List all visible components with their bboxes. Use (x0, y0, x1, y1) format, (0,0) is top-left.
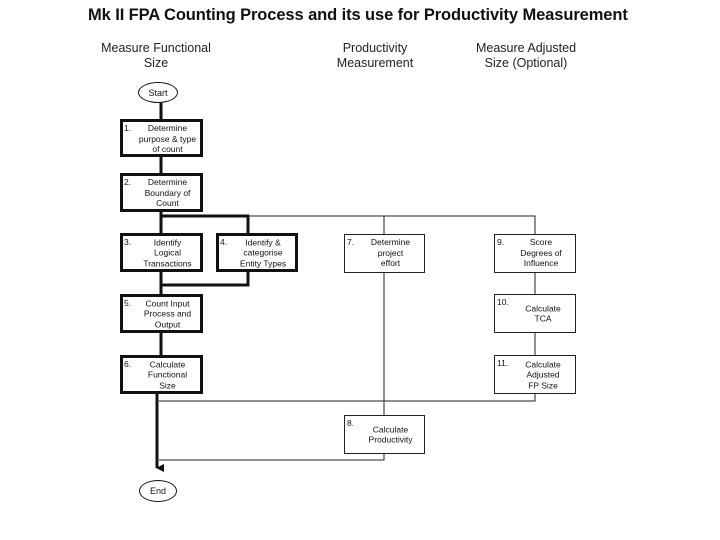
step-6-calculate-functional-size: 6. Calculate Functional Size (120, 355, 203, 394)
step-number: 9. (497, 237, 505, 247)
step-3-identify-logical-transactions: 3. Identify Logical Transactions (120, 233, 203, 272)
connector-step11-merge (159, 394, 536, 402)
step-number: 5. (124, 298, 132, 308)
step-label: Identify Logical Transactions (143, 236, 192, 268)
step-7-determine-project-effort: 7. Determine project effort (344, 234, 425, 273)
step-2-determine-boundary: 2. Determine Boundary of Count (120, 173, 203, 212)
step-11-calculate-adjusted-fp-size: 11. Calculate Adjusted FP Size (494, 355, 576, 394)
step-label: Calculate TCA (525, 303, 561, 324)
step-number: 8. (347, 418, 355, 428)
step-5-count-input-process-output: 5. Count Input Process and Output (120, 294, 203, 333)
start-terminal: Start (138, 82, 178, 103)
column-heading-measure-functional-size: Measure Functional Size (101, 41, 211, 70)
step-number: 3. (124, 237, 132, 247)
end-terminal: End (139, 480, 177, 502)
step-10-calculate-tca: 10. Calculate TCA (494, 294, 576, 333)
column-heading-productivity-measurement: Productivity Measurement (336, 41, 414, 70)
step-number: 11. (497, 358, 509, 368)
step-label: Count Input Process and Output (143, 297, 192, 329)
step-number: 10. (497, 297, 509, 307)
connector-step4-return (161, 272, 250, 287)
step-9-score-degrees-of-influence: 9. Score Degrees of Influence (494, 234, 576, 273)
step-label: Determine Boundary of Count (144, 177, 191, 208)
connector-branch-to-step7-step9 (248, 215, 536, 234)
step-8-calculate-productivity: 8. Calculate Productivity (344, 415, 425, 454)
column-heading-measure-adjusted-size: Measure Adjusted Size (Optional) (475, 41, 577, 70)
step-label: Determine project effort (370, 237, 411, 268)
step-number: 4. (220, 237, 228, 247)
step-number: 2. (124, 177, 132, 187)
step-label: Identify & categorise Entity Types (239, 236, 287, 268)
step-label: Calculate Functional Size (147, 358, 188, 390)
connector-step8-merge (159, 454, 385, 461)
step-label: Determine purpose & type of count (138, 123, 197, 154)
step-4-identify-entity-types: 4. Identify & categorise Entity Types (216, 233, 298, 272)
step-label: Calculate Adjusted FP Size (525, 358, 561, 390)
step-label: Calculate Productivity (368, 424, 413, 445)
step-number: 6. (124, 359, 132, 369)
connector-branch-to-step4 (161, 214, 250, 233)
step-number: 7. (347, 237, 355, 247)
step-label: Score Degrees of Influence (520, 237, 562, 268)
diagram-title: Mk II FPA Counting Process and its use f… (88, 6, 628, 24)
step-1-determine-purpose: 1. Determine purpose & type of count (120, 119, 203, 157)
step-number: 1. (124, 123, 132, 133)
